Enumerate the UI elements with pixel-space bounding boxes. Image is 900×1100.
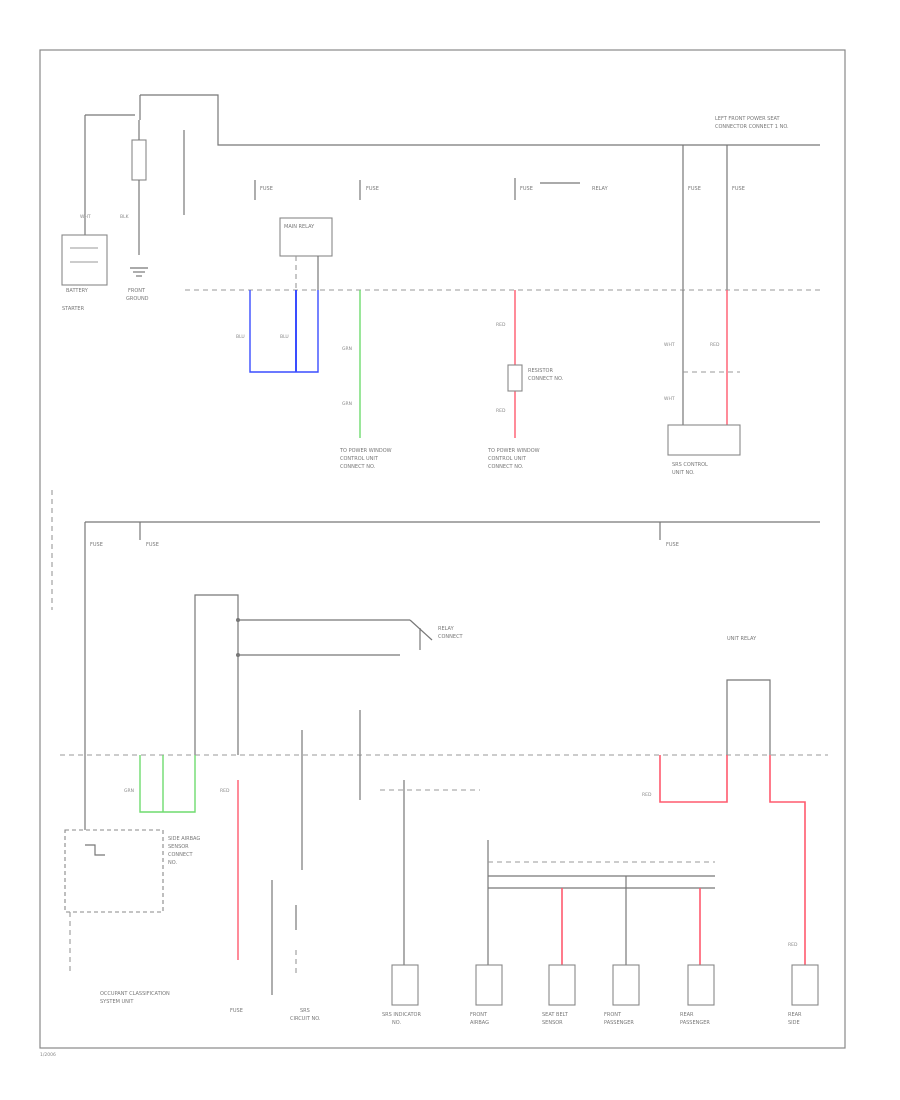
bottom-label-2b: CIRCUIT NO. <box>290 1016 321 1022</box>
side-module-label-1: SIDE AIRBAG <box>168 836 200 842</box>
fuse-label-5: FUSE <box>732 186 745 192</box>
unit-relay-label: UNIT RELAY <box>727 636 757 642</box>
wire-code-red-2: RED <box>496 408 506 414</box>
wire-code-grn-1: GRN <box>342 346 352 352</box>
fuse-label-6: FUSE <box>90 542 103 548</box>
fuse-label-4: FUSE <box>688 186 701 192</box>
page-reference: 1/2006 <box>40 1052 56 1058</box>
srs-control-unit-top: WHT WHT RED SRS CONTROL UNIT NO. <box>664 290 741 476</box>
occupant-label-1: OCCUPANT CLASSIFICATION <box>100 991 170 997</box>
red-wire-1: RED RED RESISTOR CONNECT NO. TO POWER WI… <box>487 290 564 470</box>
bottom-component-labels: FRONT AIRBAG SEAT BELT SENSOR FRONT PASS… <box>470 1012 802 1026</box>
bottom-label-6b: PASSENGER <box>604 1020 634 1026</box>
fusible-link <box>131 120 185 255</box>
wire-code-blu-2: BLU <box>280 334 289 340</box>
top-right-note-2: CONNECTOR CONNECT 1 NO. <box>715 124 789 130</box>
to-label-a-3: CONNECT NO. <box>340 464 376 470</box>
to-label-a-1: TO POWER WINDOW <box>339 448 392 454</box>
relay2-label-1: RELAY <box>438 626 455 632</box>
starter-wire-code: BLK <box>120 214 130 220</box>
main-relay-box: MAIN RELAY <box>279 217 333 290</box>
unit-relay-box <box>726 679 771 755</box>
ground-symbol: FRONT GROUND BLK <box>120 214 149 302</box>
green-wire-1: GRN GRN TO POWER WINDOW CONTROL UNIT CON… <box>339 290 392 470</box>
seat-sensor-bus <box>475 840 715 1006</box>
relay-switch-block: RELAY CONNECT <box>194 594 464 755</box>
bottom-label-8b: SIDE <box>788 1020 800 1026</box>
wire-code-wht-1: WHT <box>664 342 675 348</box>
top-right-note-1: LEFT FRONT POWER SEAT <box>715 116 781 122</box>
bottom-label-8: REAR <box>788 1012 802 1018</box>
srs-circuit: SRS CIRCUIT NO. <box>271 755 321 1022</box>
resistor-label-2: CONNECT NO. <box>528 376 564 382</box>
wire-code-red-6: RED <box>788 942 798 948</box>
to-label-b-3: CONNECT NO. <box>488 464 524 470</box>
bottom-label-1: FUSE <box>230 1008 243 1014</box>
resistor-label-1: RESISTOR <box>528 368 553 374</box>
occupant-label-2: SYSTEM UNIT <box>100 999 134 1005</box>
bottom-label-5: SEAT BELT <box>542 1012 569 1018</box>
wire-code-red-3: RED <box>710 342 720 348</box>
wire-code-blu-1: BLU <box>236 334 245 340</box>
side-airbag-sensor: SIDE AIRBAG SENSOR CONNECT NO. OCCUPANT … <box>64 755 200 1005</box>
battery-wire-code: WHT <box>80 214 91 220</box>
bottom-label-6: FRONT <box>604 1012 622 1018</box>
bottom-label-2: SRS <box>300 1008 310 1014</box>
relay2-label-2: CONNECT <box>438 634 464 640</box>
wire-code-grn-2: GRN <box>342 401 352 407</box>
relay-box-label: MAIN RELAY <box>284 224 315 230</box>
starter-label: STARTER <box>62 306 85 312</box>
side-module-label-3: CONNECT <box>168 852 194 858</box>
srs-indicator: SRS INDICATOR NO. <box>359 755 480 1026</box>
top-power-bus <box>84 94 820 240</box>
resistor-note: RELAY <box>592 186 609 192</box>
diagram-frame <box>39 49 846 1049</box>
wire-code-red-5: RED <box>642 792 652 798</box>
bottom-label-4: FRONT <box>470 1012 488 1018</box>
control-unit-label-1: SRS CONTROL <box>672 462 708 468</box>
wire-code-red-1: RED <box>496 322 506 328</box>
battery-label: BATTERY <box>66 288 89 294</box>
side-module-label-2: SENSOR <box>168 844 189 850</box>
green-wire-2: GRN <box>124 755 196 813</box>
mid-fuses: FUSE FUSE FUSE <box>84 522 679 755</box>
bottom-label-7b: PASSENGER <box>680 1020 710 1026</box>
bottom-label-3b: NO. <box>392 1020 401 1026</box>
bottom-label-7: REAR <box>680 1012 694 1018</box>
top-fuses: FUSE FUSE FUSE RELAY FUSE FUSE <box>254 145 745 290</box>
wire-code-grn-3: GRN <box>124 788 134 794</box>
ground-label-2: GROUND <box>126 296 149 302</box>
fuse-label-8: FUSE <box>666 542 679 548</box>
blue-wire-loop: BLU BLU <box>236 290 319 373</box>
ground-label-1: FRONT <box>128 288 146 294</box>
bottom-label-5b: SENSOR <box>542 1020 563 1026</box>
wire-code-wht-2: WHT <box>664 396 675 402</box>
fuse-label-3: FUSE <box>520 186 533 192</box>
fuse-label-7: FUSE <box>146 542 159 548</box>
bottom-label-3: SRS INDICATOR <box>382 1012 421 1018</box>
wire-code-red-4: RED <box>220 788 230 794</box>
bottom-label-4b: AIRBAG <box>470 1020 489 1026</box>
sensor-drops <box>548 876 715 1006</box>
fuse-label-1: FUSE <box>260 186 273 192</box>
red-wire-3: RED RED <box>642 755 819 1006</box>
to-label-b-1: TO POWER WINDOW <box>487 448 540 454</box>
red-wire-2: RED FUSE <box>220 780 243 1014</box>
control-unit-label-2: UNIT NO. <box>672 470 695 476</box>
to-label-a-2: CONTROL UNIT <box>340 456 379 462</box>
to-label-b-2: CONTROL UNIT <box>488 456 527 462</box>
side-module-label-4: NO. <box>168 860 177 866</box>
battery: STARTER BATTERY WHT <box>61 214 108 312</box>
fuse-label-2: FUSE <box>366 186 379 192</box>
